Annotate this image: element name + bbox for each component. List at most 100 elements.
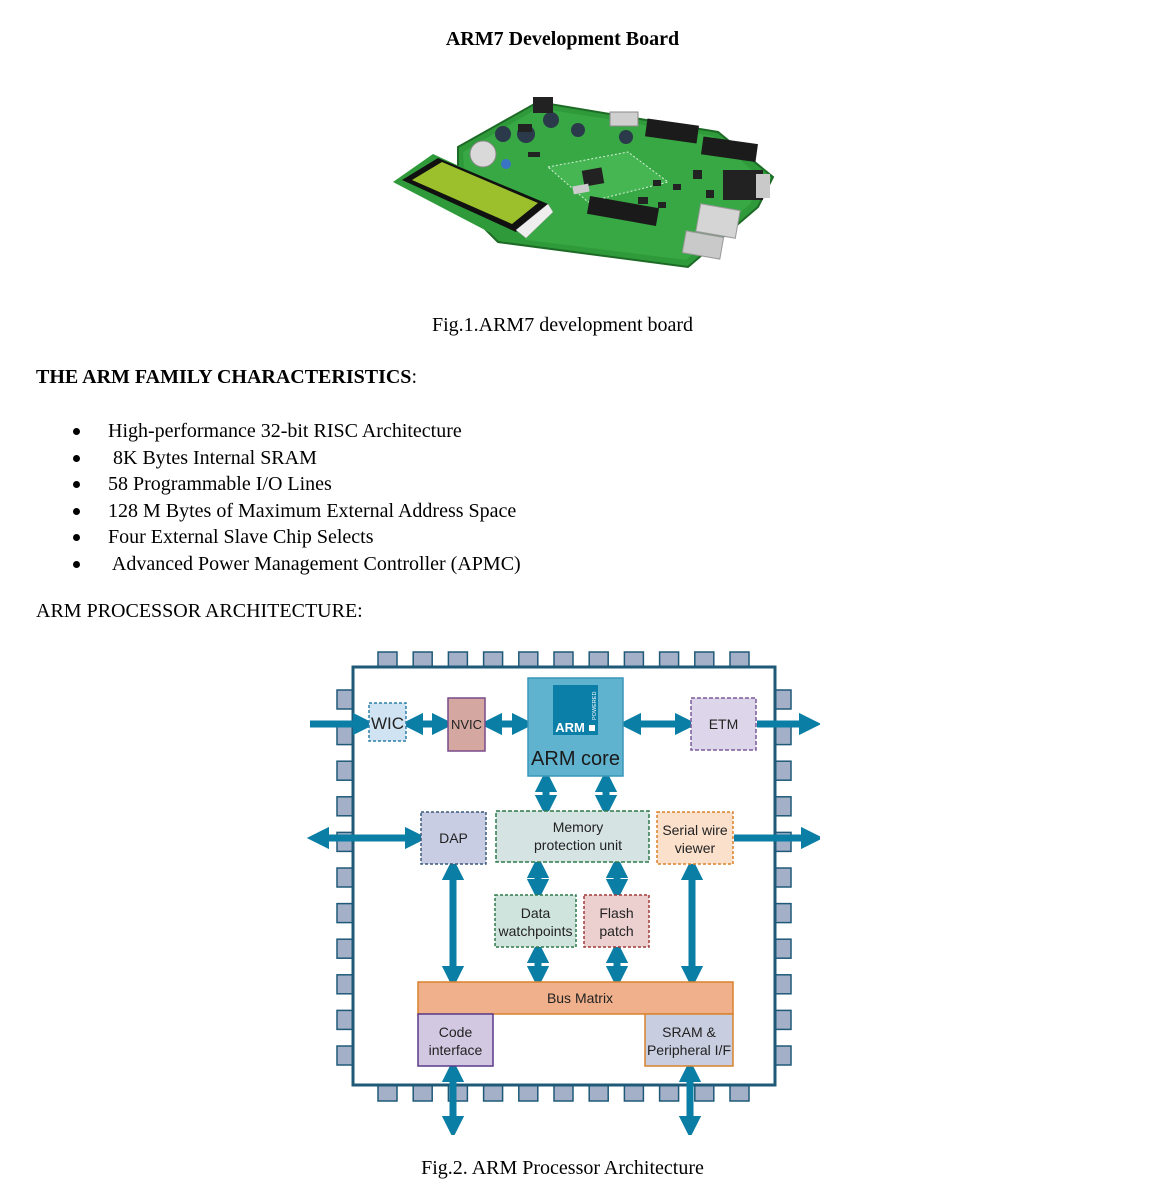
bus-matrix-label: Bus Matrix <box>547 990 613 1006</box>
mpu-block <box>495 810 650 863</box>
flash-patch-block <box>583 894 650 948</box>
ethernet-port <box>695 203 741 239</box>
crystal <box>572 183 590 195</box>
chip-pin-right <box>773 974 792 995</box>
chip-pin-bottom <box>623 1083 645 1102</box>
chip-pin-right <box>773 1045 792 1066</box>
sram-label-line1: SRAM & <box>662 1024 716 1040</box>
serial-connectors <box>645 118 770 200</box>
list-item: 8K Bytes Internal SRAM <box>70 445 521 472</box>
mcu-chip <box>581 167 605 187</box>
lcd-module <box>393 154 554 242</box>
code-interface-block <box>417 1013 494 1067</box>
chip-pin-right <box>773 724 792 746</box>
chip-pin-right <box>773 867 792 888</box>
code-label-line2: interface <box>429 1042 483 1058</box>
chip-pin-right <box>773 760 792 781</box>
bus-matrix-block <box>417 981 734 1015</box>
chip-pin-left <box>336 974 355 995</box>
etm-label: ETM <box>709 716 739 732</box>
list-item: Four External Slave Chip Selects <box>70 524 521 551</box>
list-item: High-performance 32-bit RISC Architectur… <box>70 418 521 445</box>
chip-pin-right <box>773 796 792 817</box>
bullet-icon <box>73 507 80 515</box>
characteristics-list: High-performance 32-bit RISC Architectur… <box>70 418 521 578</box>
arm-architecture-diagram: WIC NVIC ARM POWERED ARM core ETM DAP Me… <box>306 651 820 1135</box>
list-item: 128 M Bytes of Maximum External Address … <box>70 498 521 525</box>
chip-pin-right <box>773 938 792 959</box>
chip-pin-left <box>336 867 355 888</box>
fp-label-line1: Flash <box>599 905 633 921</box>
list-item: Advanced Power Management Controller (AP… <box>70 551 521 578</box>
dw-label-line2: watchpoints <box>498 923 573 939</box>
mpu-label-line1: Memory <box>553 819 604 835</box>
wic-label: WIC <box>371 714 404 733</box>
chip-pin-left <box>336 1009 355 1031</box>
chip-pin-bottom <box>518 1083 539 1102</box>
chip-pin-left <box>336 1045 355 1066</box>
mpu-label-line2: protection unit <box>534 837 622 853</box>
bus-arrows <box>306 712 820 1135</box>
arm-logo-powered: POWERED <box>592 692 598 720</box>
dap-block <box>420 811 487 865</box>
chip-pin-bottom <box>553 1083 574 1102</box>
section-heading-architecture: ARM PROCESSOR ARCHITECTURE: <box>36 600 363 622</box>
document-title: ARM7 Development Board <box>445 28 680 50</box>
chip-pin-right <box>773 902 792 924</box>
swv-label-line2: viewer <box>675 840 716 856</box>
power-jack <box>533 97 553 113</box>
list-item: 58 Programmable I/O Lines <box>70 471 521 498</box>
arm-logo-square <box>589 725 595 731</box>
section-heading-colon: : <box>411 366 417 388</box>
bullet-icon <box>73 560 80 568</box>
bullet-icon <box>73 481 80 489</box>
list-item-text: Advanced Power Management Controller (AP… <box>108 552 521 575</box>
list-item-text: 128 M Bytes of Maximum External Address … <box>108 499 517 522</box>
section-heading-bold: THE ARM FAMILY CHARACTERISTICS <box>36 366 412 388</box>
figure-2-caption: Fig.2. ARM Processor Architecture <box>421 1157 704 1179</box>
development-board-image <box>393 97 775 269</box>
bullet-icon <box>73 454 80 462</box>
ribbon-header <box>586 196 660 226</box>
serial-wire-viewer-block <box>656 811 734 865</box>
list-item-text: High-performance 32-bit RISC Architectur… <box>108 420 462 442</box>
code-label-line1: Code <box>439 1024 473 1040</box>
chip-pin-bottom <box>412 1083 433 1102</box>
nvic-label: NVIC <box>451 717 482 732</box>
list-item-text: Four External Slave Chip Selects <box>108 526 374 549</box>
chip-pin-left <box>336 724 355 746</box>
list-item-text: 8K Bytes Internal SRAM <box>108 446 317 469</box>
chip-pin-left <box>336 902 355 924</box>
data-watchpoints-block <box>494 894 577 948</box>
chip-pin-left <box>336 689 355 710</box>
chip-pin-bottom <box>658 1083 680 1102</box>
arm-core-label: ARM core <box>531 748 620 770</box>
usb-port <box>609 111 639 127</box>
chip-pin-left <box>336 938 355 959</box>
dw-label-line1: Data <box>521 905 551 921</box>
chip-pin-right <box>773 1009 792 1031</box>
sram-label-line2: Peripheral I/F <box>647 1042 731 1058</box>
sram-peripheral-block <box>644 1013 734 1067</box>
etm-block <box>690 697 757 751</box>
chip-pin-bottom <box>694 1083 715 1102</box>
section-heading-characteristics: THE ARM FAMILY CHARACTERISTICS: <box>36 366 417 389</box>
figure-1-caption: Fig.1.ARM7 development board <box>431 314 694 336</box>
coin-battery <box>469 140 497 168</box>
chip-pin-bottom <box>729 1083 750 1102</box>
arm-logo-text: ARM <box>555 720 585 735</box>
nvic-block <box>447 697 486 752</box>
dap-label: DAP <box>439 830 468 846</box>
bullet-icon <box>73 534 80 542</box>
chip-pin-bottom <box>377 1083 398 1102</box>
chip-pin-bottom <box>482 1083 504 1102</box>
swv-label-line1: Serial wire <box>662 822 728 838</box>
bullet-icon <box>73 428 80 435</box>
chip-pin-right <box>773 689 792 710</box>
chip-pin-bottom <box>588 1083 609 1102</box>
wic-block <box>368 702 407 742</box>
chip-pin-left <box>336 796 355 817</box>
chip-pin-left <box>336 760 355 781</box>
fp-label-line2: patch <box>599 923 633 939</box>
list-item-text: 58 Programmable I/O Lines <box>108 473 332 496</box>
